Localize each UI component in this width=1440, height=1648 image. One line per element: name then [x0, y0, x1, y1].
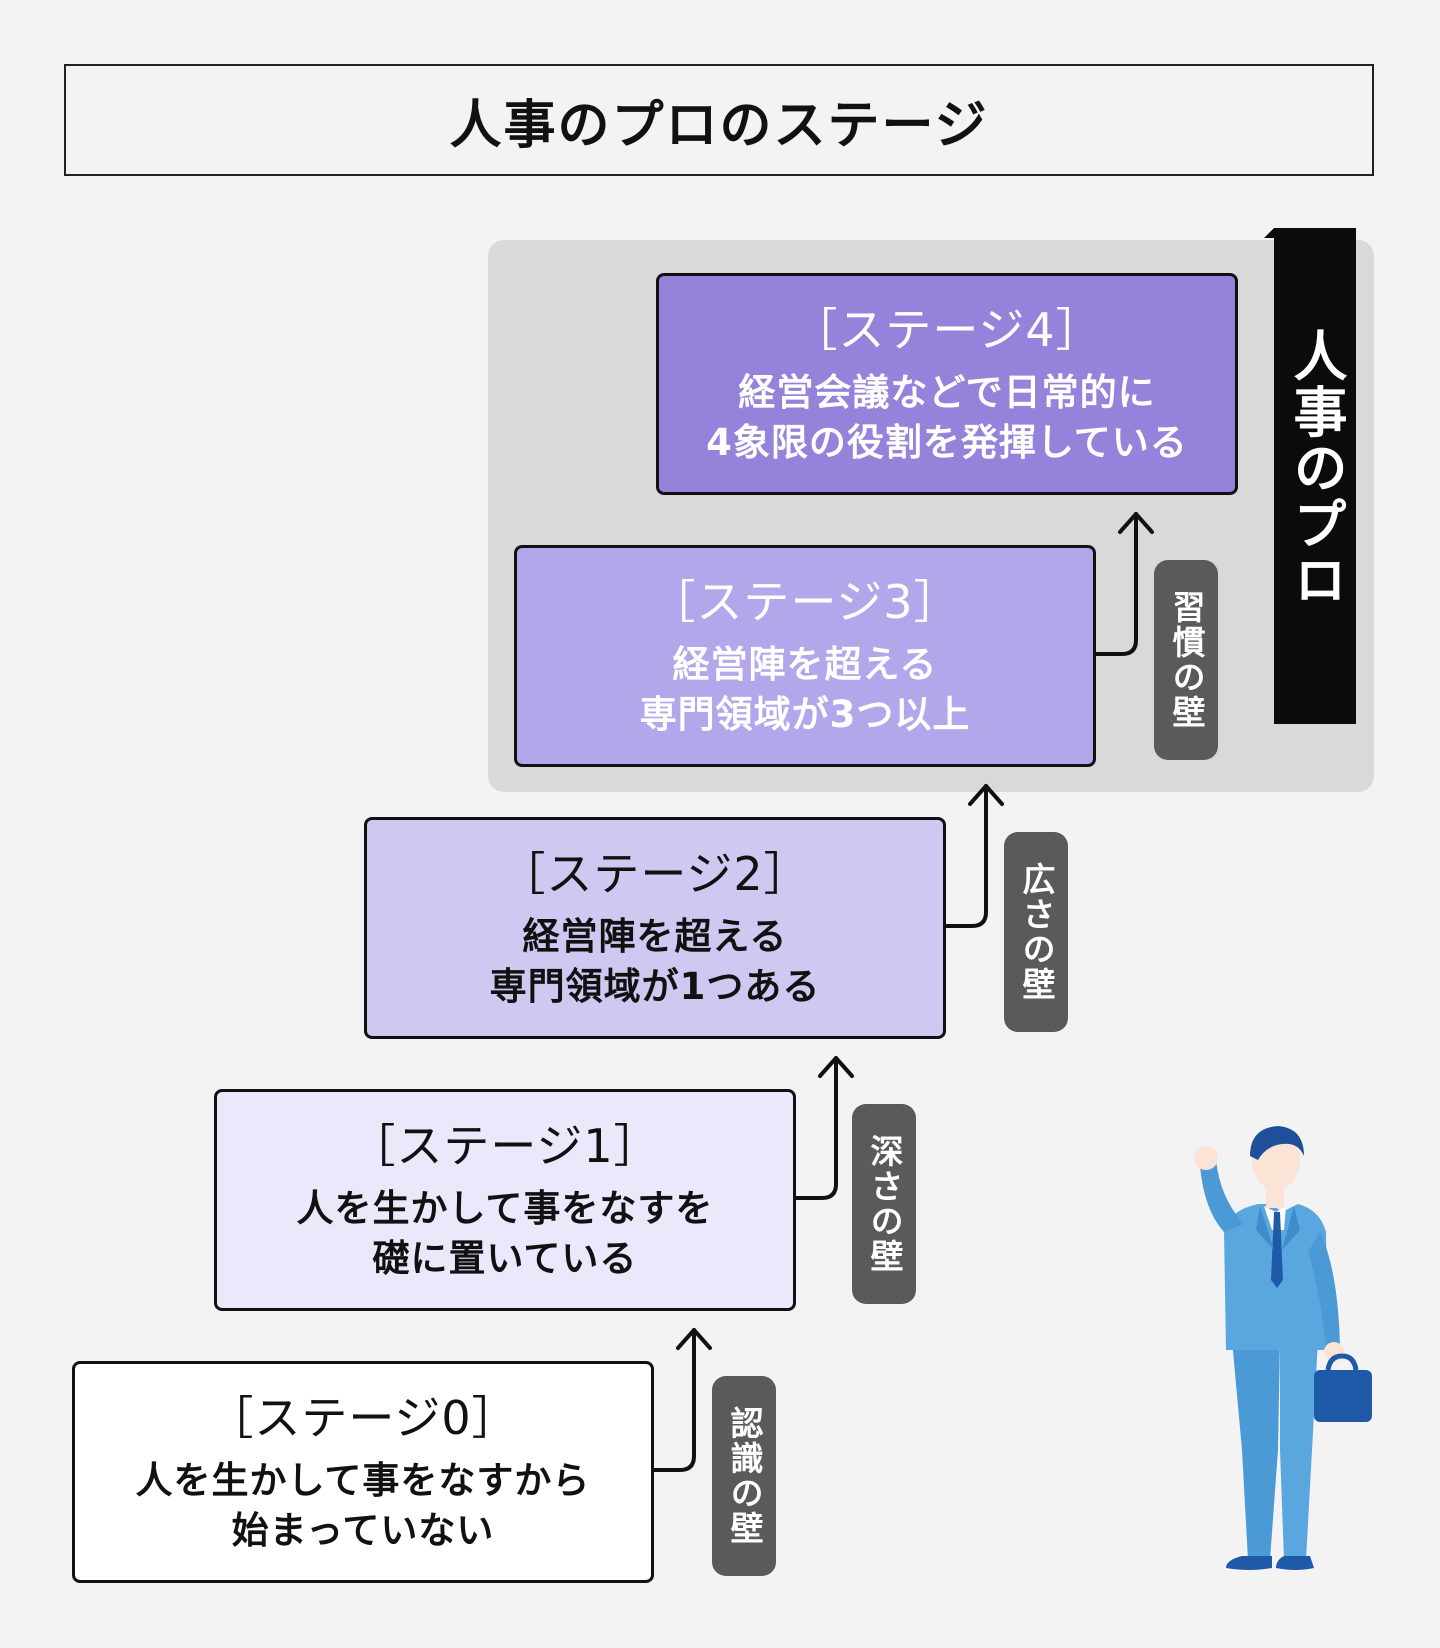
stage-3-box: ［ステージ3］ 経営陣を超える 専門領域が3つ以上	[514, 545, 1096, 767]
businessman-illustration	[1194, 1126, 1372, 1570]
stage-2-title: ［ステージ2］	[499, 847, 811, 901]
stage-3-desc-line1: 経営陣を超える	[672, 643, 938, 686]
stage-4-title: ［ステージ4］	[791, 303, 1103, 357]
stage-0-desc-line1: 人を生かして事をなすから	[135, 1459, 591, 1502]
pro-label-text: 人事のプロ	[1284, 328, 1347, 608]
pro-label-notch	[1264, 228, 1274, 238]
arrow-stage1-to-stage2-head	[818, 1056, 854, 1078]
arrow-stage2-to-stage3	[944, 784, 988, 928]
wall-recognition-label: 認識の壁	[725, 1406, 764, 1546]
stage-0-desc-line2: 始まっていない	[231, 1509, 495, 1552]
stage-4-box: ［ステージ4］ 経営会議などで日常的に 4象限の役割を発揮している	[656, 273, 1238, 495]
stage-2-box: ［ステージ2］ 経営陣を超える 専門領域が1つある	[364, 817, 946, 1039]
wall-habit: 習慣の壁	[1154, 560, 1218, 760]
stage-0-title: ［ステージ0］	[207, 1391, 519, 1445]
wall-recognition: 認識の壁	[712, 1376, 776, 1576]
stage-4-desc-line2: 4象限の役割を発揮している	[706, 421, 1188, 464]
arrow-stage0-to-stage1	[652, 1328, 696, 1472]
arrow-stage0-to-stage1-head	[676, 1328, 712, 1350]
arrow-stage3-to-stage4	[1094, 512, 1138, 656]
stage-4-desc-line1: 経営会議などで日常的に	[738, 371, 1156, 414]
arrow-stage2-to-stage3-head	[968, 784, 1004, 806]
stage-3-title: ［ステージ3］	[649, 575, 961, 629]
pro-label: 人事のプロ	[1274, 228, 1356, 724]
wall-breadth: 広さの壁	[1004, 832, 1068, 1032]
arrow-stage1-to-stage2	[794, 1056, 838, 1200]
wall-habit-label: 習慣の壁	[1167, 590, 1206, 730]
stage-2-desc-line1: 経営陣を超える	[522, 915, 788, 958]
arrow-stage3-to-stage4-head	[1118, 512, 1154, 534]
stage-1-title: ［ステージ1］	[349, 1119, 661, 1173]
stage-2-desc-line2: 専門領域が1つある	[489, 965, 821, 1008]
stage-0-box: ［ステージ0］ 人を生かして事をなすから 始まっていない	[72, 1361, 654, 1583]
stage-1-box: ［ステージ1］ 人を生かして事をなすを 礎に置いている	[214, 1089, 796, 1311]
stage-1-desc-line2: 礎に置いている	[372, 1237, 638, 1280]
page-title: 人事のプロのステージ	[64, 64, 1374, 176]
wall-depth-label: 深さの壁	[865, 1134, 904, 1274]
wall-breadth-label: 広さの壁	[1017, 862, 1056, 1002]
stage-1-desc-line1: 人を生かして事をなすを	[296, 1187, 714, 1230]
wall-depth: 深さの壁	[852, 1104, 916, 1304]
stage-3-desc-line2: 専門領域が3つ以上	[639, 693, 971, 736]
